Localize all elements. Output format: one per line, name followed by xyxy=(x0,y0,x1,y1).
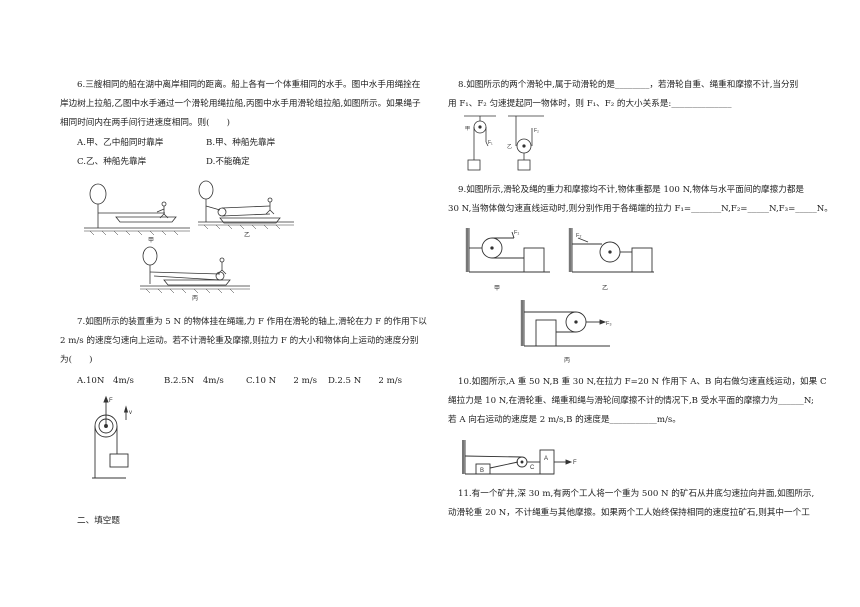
q11-text-line2: 动滑轮重 20 N，不计绳重与其他摩擦。如果两个工人始终保持相同的速度拉矿石,则… xyxy=(448,508,810,518)
q9-label-yi: 乙 xyxy=(602,285,608,292)
q10-figure: B C A F xyxy=(462,440,577,475)
figure-bing xyxy=(140,246,250,294)
q6-text-line3: 相同时间内在两手间行进速度相同。则( ) xyxy=(60,118,230,128)
figure-yi xyxy=(198,180,294,230)
q6-figure: 甲 乙 丙 xyxy=(84,180,294,302)
q10-text-line2: 绳拉力是 10 N,在滑轮重、绳重和绳与滑轮间摩擦不计的情况下,B 受水平面的摩… xyxy=(448,396,814,406)
q6-label-bing: 丙 xyxy=(192,295,198,302)
q8-label-F1: F₁ xyxy=(488,140,493,146)
q9-text-line2: 30 N,当物体做匀速直线运动时,则分别作用于各绳端的拉力 F₁=_______… xyxy=(448,204,833,214)
q7-option-b: B.2.5N 4m/s xyxy=(164,376,224,386)
q10-label-F: F xyxy=(573,460,577,466)
q7-option-a: A.10N 4m/s xyxy=(77,376,134,386)
q7-text-line1: 7.如图所示的装置重为 5 N 的物体挂在绳端,力 F 作用在滑轮的轴上,滑轮在… xyxy=(77,317,427,327)
q6-option-c: C.乙、种船先靠岸 xyxy=(77,157,147,167)
q6-option-a: A.甲、乙中船同时靠岸 xyxy=(77,138,164,148)
q7-option-c: C.10 N 2 m/s xyxy=(246,376,318,386)
q10-label-B: B xyxy=(480,468,484,474)
q9-label-F2: F₂ xyxy=(576,233,582,239)
section-fill-in-title: 二、填空题 xyxy=(77,516,120,526)
q8-figure: 甲 乙 F₁ F₂ xyxy=(464,115,544,171)
q7-figure: F v xyxy=(92,395,132,479)
q10-label-C: C xyxy=(530,465,535,471)
q6-label-jia: 甲 xyxy=(148,237,154,244)
q10-label-A: A xyxy=(544,456,548,462)
q8-label-jia: 甲 xyxy=(465,126,470,132)
q10-text-line1: 10.如图所示,A 重 50 N,B 重 30 N,在拉力 F=20 N 作用下… xyxy=(458,377,827,387)
q6-text-line2: 岸边树上拉船,乙图中水手通过一个滑轮用绳拉船,丙图中水手用滑轮组拉船,如图所示。… xyxy=(60,99,421,109)
figure-jia xyxy=(84,183,190,236)
q6-option-b: B.甲、种船先靠岸 xyxy=(206,138,276,148)
q9-text-line1: 9.如图所示,滑轮及绳的重力和摩擦均不计,物体重都是 100 N,物体与水平面间… xyxy=(458,185,805,195)
q7-label-v: v xyxy=(129,410,132,416)
q9-label-jia: 甲 xyxy=(494,285,500,292)
q9-label-F1: F₁ xyxy=(514,230,519,236)
q7-text-line3: 为( ) xyxy=(60,355,93,365)
q8-text-line2: 用 F₁、F₂ 匀速提起同一物体时，则 F₁、F₂ 的大小关系是:_______… xyxy=(448,99,732,109)
q6-text-line1: 6.三艘相同的船在湖中离岸相同的距离。船上各有一个体重相同的水手。图中水手用绳拴… xyxy=(77,80,421,90)
q6-label-yi: 乙 xyxy=(244,232,250,239)
q11-text-line1: 11.有一个矿井,深 30 m,有两个工人将一个重为 500 N 的矿石从井底匀… xyxy=(458,489,815,499)
q8-text-line1: 8.如图所示的两个滑轮中,属于动滑轮的是________，若滑轮自重、绳重和摩擦… xyxy=(458,80,799,90)
q7-text-line2: 2 m/s 的速度匀速向上运动。若不计滑轮重及摩擦,则拉力 F 的大小和物体向上… xyxy=(60,336,419,346)
q10-text-line3: 若 A 向右运动的速度是 2 m/s,B 的速度是___________m/s。 xyxy=(448,415,681,425)
q9-figure: 甲 乙 丙 F₁ F₂ F₃ xyxy=(465,228,654,364)
q8-label-F2: F₂ xyxy=(534,128,539,134)
q9-label-F3: F₃ xyxy=(606,321,612,327)
q7-label-F: F xyxy=(109,398,113,404)
q9-label-bing: 丙 xyxy=(564,357,570,364)
q6-option-d: D.不能确定 xyxy=(206,157,250,167)
q7-option-d: D.2.5 N 2 m/s xyxy=(328,376,403,386)
q8-label-yi: 乙 xyxy=(507,143,512,150)
